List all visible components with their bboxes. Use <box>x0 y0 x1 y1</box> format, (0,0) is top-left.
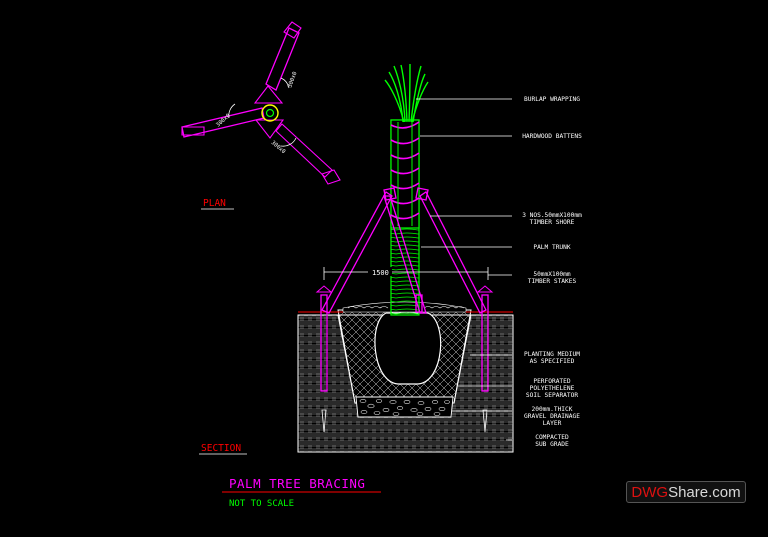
drawing-title: PALM TREE BRACING <box>229 476 365 491</box>
callout-leaders <box>416 98 512 441</box>
width-dimension: 1500 <box>323 267 489 280</box>
section-view: 1500 <box>297 63 514 453</box>
callouts: BURLAP WRAPPING HARDWOOD BATTENS 3 NOS.5… <box>522 96 582 448</box>
timber-stakes <box>315 285 494 433</box>
callout-burlap: BURLAP WRAPPING <box>524 96 580 103</box>
watermark-red: DWG <box>631 484 669 501</box>
section-label: SECTION <box>201 443 241 454</box>
gravel-layer <box>355 396 454 418</box>
dimension-label: 1500 <box>372 269 389 277</box>
watermark-rest: Share.com <box>668 484 741 501</box>
plan-dim-3: 300x0 <box>270 140 287 155</box>
watermark-logo: DWGShare.com <box>626 481 746 503</box>
plan-view: 300x0 300x0 300x0 <box>181 21 341 185</box>
plan-dim-1: 300x0 <box>287 71 298 89</box>
plan-label: PLAN <box>203 198 226 209</box>
palm-fronds <box>384 63 429 123</box>
callout-palm-trunk: PALM TRUNK <box>533 244 571 251</box>
drawing-subtitle: NOT TO SCALE <box>229 499 294 509</box>
callout-battens: HARDWOOD BATTENS <box>522 133 582 140</box>
